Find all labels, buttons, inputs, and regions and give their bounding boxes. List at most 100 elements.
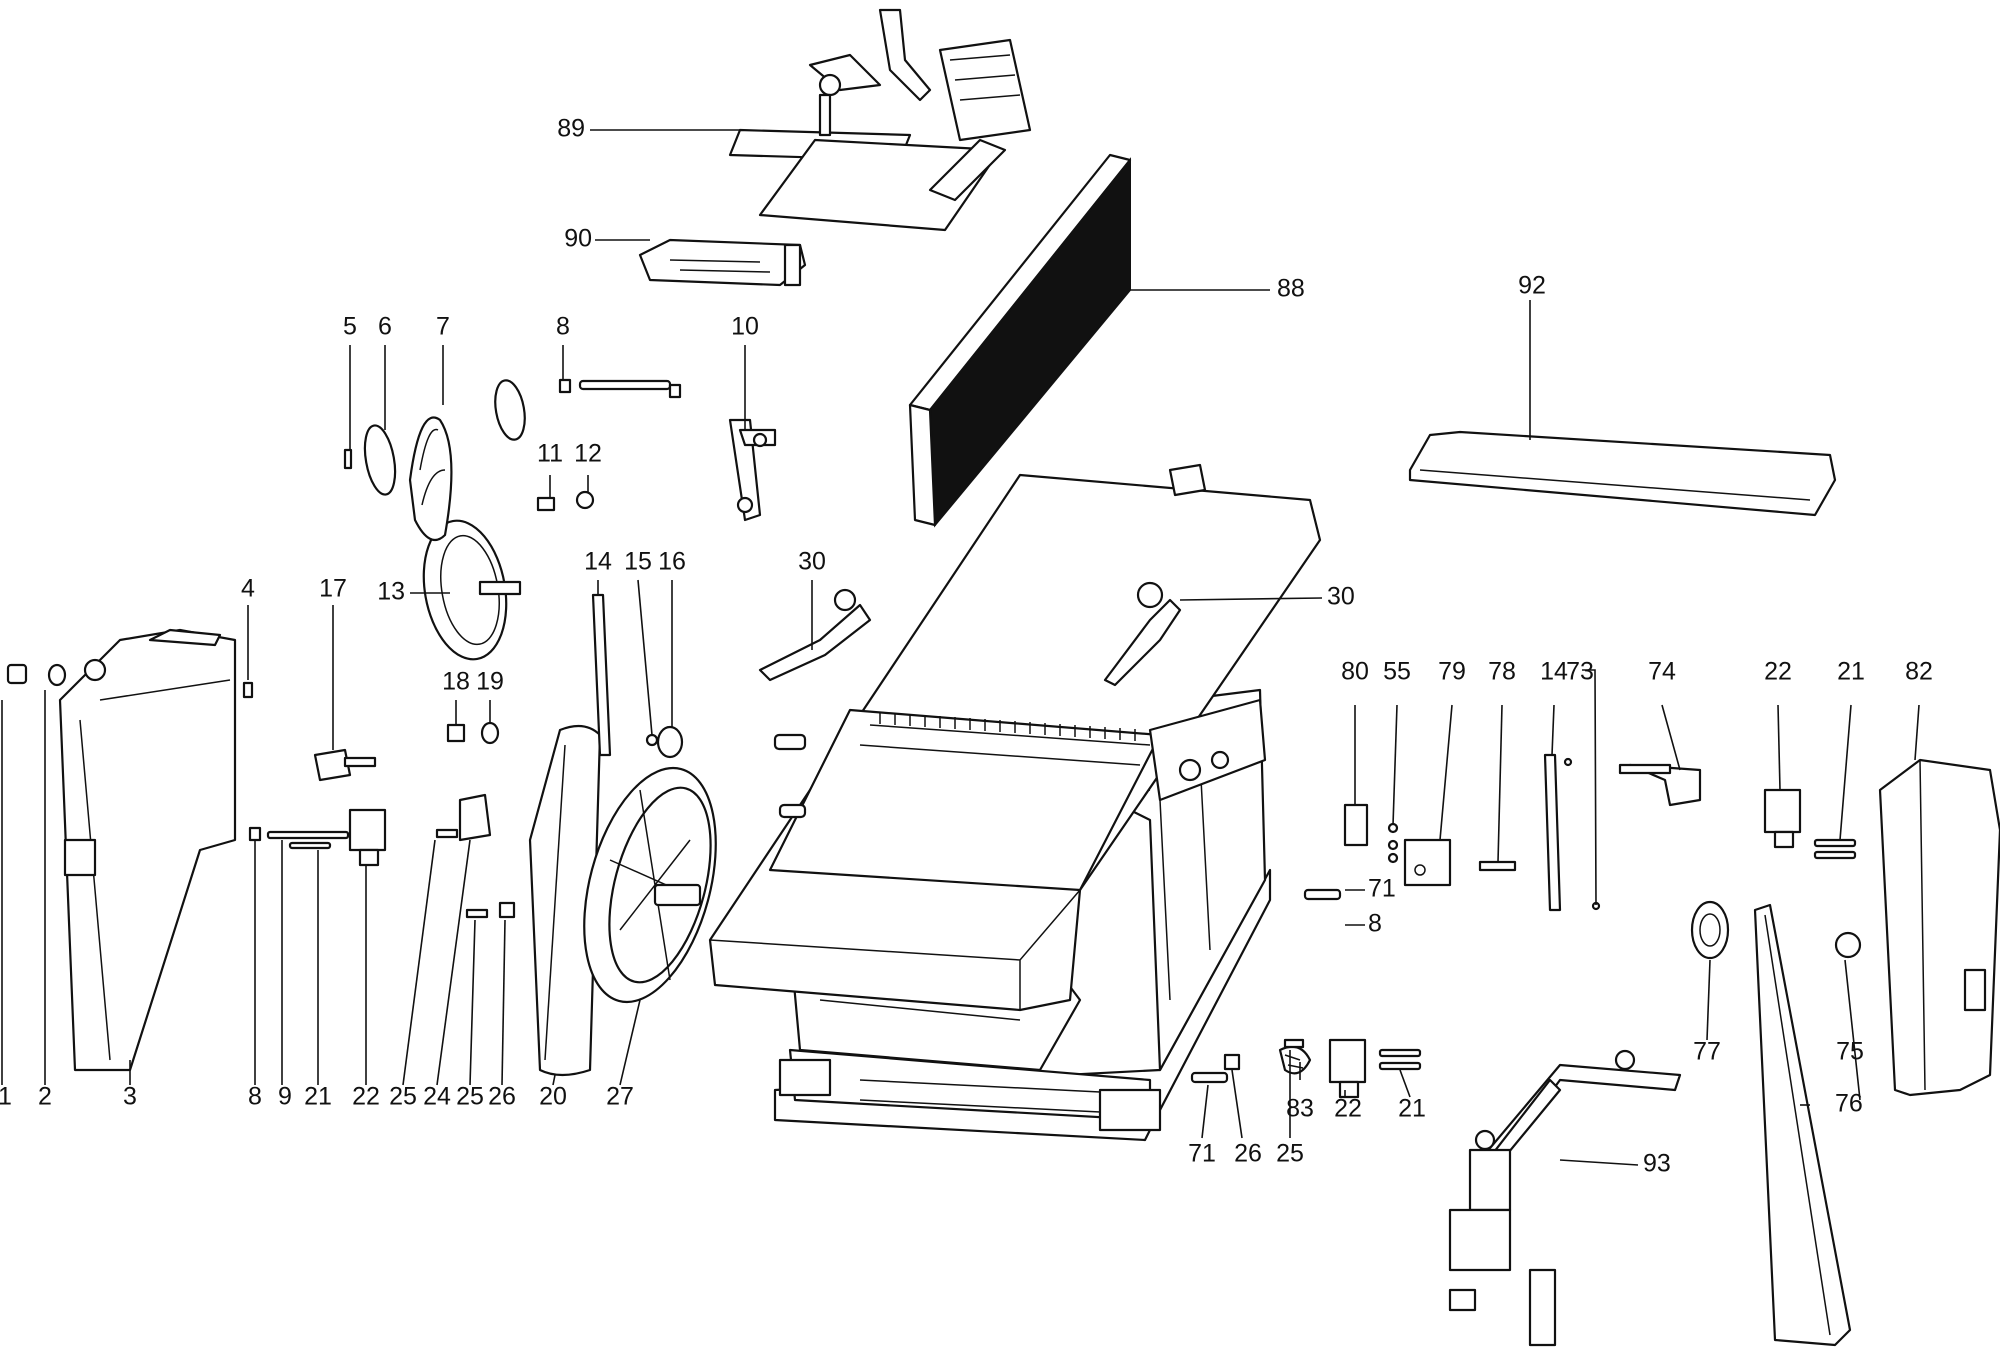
callout-75: 75	[1836, 1038, 1864, 1066]
part-93-arm-assembly	[1448, 1049, 1682, 1347]
part-8-9-shafts	[248, 378, 682, 850]
callout-26-left: 26	[488, 1083, 516, 1111]
part-10-bracket	[728, 418, 777, 522]
part-71-screws	[1190, 888, 1342, 1084]
part-27-pulley	[583, 766, 717, 1004]
callout-6: 6	[378, 313, 392, 341]
callout-26-right: 26	[1234, 1140, 1262, 1168]
part-73-screws	[1563, 757, 1601, 911]
callout-90: 90	[564, 225, 592, 253]
part-18-nut	[446, 723, 466, 743]
part-20-belt	[528, 724, 602, 1077]
part-92-cover-bar	[1408, 430, 1837, 517]
callout-71-right: 71	[1368, 875, 1396, 903]
part-79-switch	[1403, 838, 1452, 887]
part-2-washer	[47, 663, 67, 687]
callout-25-mid: 25	[456, 1083, 484, 1111]
callout-24: 24	[423, 1083, 451, 1111]
part-7-chain	[408, 416, 453, 542]
callout-16: 16	[658, 548, 686, 576]
callout-1: 1	[0, 1083, 12, 1111]
callout-5: 5	[343, 313, 357, 341]
callout-12: 12	[574, 440, 602, 468]
callout-15: 15	[624, 548, 652, 576]
foot-right	[1098, 1088, 1162, 1132]
part-90-bracket	[638, 238, 807, 287]
part-16-bushing	[656, 725, 684, 759]
part-83-spring	[1278, 1045, 1312, 1075]
table-slots	[879, 712, 1136, 741]
callout-10: 10	[731, 313, 759, 341]
callout-88: 88	[1277, 275, 1305, 303]
callout-22-mid: 22	[1334, 1095, 1362, 1123]
foot-left	[778, 1058, 832, 1097]
part-21-screws	[1378, 838, 1857, 1071]
callout-21-left: 21	[304, 1083, 332, 1111]
callout-18: 18	[442, 668, 470, 696]
callout-27: 27	[606, 1083, 634, 1111]
callout-55: 55	[1383, 658, 1411, 686]
callout-30-right: 30	[1327, 583, 1355, 611]
callout-17: 17	[319, 575, 347, 603]
part-sprocket-upper	[494, 379, 526, 441]
part-78-screw	[1478, 860, 1517, 872]
callout-9: 9	[278, 1083, 292, 1111]
part-88-fence	[908, 153, 1132, 528]
part-24-bracket	[458, 793, 492, 842]
callout-25-left: 25	[389, 1083, 417, 1111]
callout-19: 19	[476, 668, 504, 696]
part-74-bracket	[1618, 763, 1702, 807]
part-11-screw	[536, 496, 556, 512]
part-82-right-cover	[1878, 758, 2000, 1097]
callout-21-right: 21	[1837, 658, 1865, 686]
part-30-clamp-right	[1103, 581, 1182, 687]
part-3-side-cover	[58, 628, 237, 1072]
callout-14-right: 14	[1540, 658, 1568, 686]
callout-14-left: 14	[584, 548, 612, 576]
part-22-switch-mid	[1328, 1038, 1367, 1099]
part-89-guard-assembly	[728, 8, 1032, 232]
part-19-washer	[480, 721, 500, 745]
part-80-block	[1343, 803, 1369, 847]
callout-20: 20	[539, 1083, 567, 1111]
part-75-nut	[1834, 931, 1862, 959]
part-77-roller	[1690, 900, 1730, 960]
part-14-plate-right	[1543, 753, 1562, 912]
part-25-screws	[435, 828, 1305, 1049]
part-14-plate	[591, 593, 612, 757]
callout-76: 76	[1835, 1090, 1863, 1118]
part-6-sprocket	[363, 424, 397, 496]
callout-71-bottom: 71	[1188, 1140, 1216, 1168]
part-13-gear	[422, 519, 522, 661]
callout-74: 74	[1648, 658, 1676, 686]
callout-7: 7	[436, 313, 450, 341]
callout-25-right: 25	[1276, 1140, 1304, 1168]
callout-30-left: 30	[798, 548, 826, 576]
part-26-nuts	[498, 901, 1241, 1071]
callout-labels: 89 90 88 92 5 6 7 8 10 11 12 13 14 15 16…	[0, 115, 1933, 1178]
leader-lines	[1, 129, 1920, 1166]
part-76-belt	[1753, 903, 1852, 1347]
part-17-lever	[313, 748, 377, 782]
callout-8-bottom-left: 8	[248, 1083, 262, 1111]
callout-8-top: 8	[556, 313, 570, 341]
callout-78: 78	[1488, 658, 1516, 686]
callout-92: 92	[1518, 272, 1546, 300]
callout-4: 4	[241, 575, 255, 603]
callout-11: 11	[537, 440, 563, 468]
part-30-clamp-left	[758, 588, 872, 682]
callout-21-mid: 21	[1398, 1095, 1426, 1123]
callout-77: 77	[1693, 1038, 1721, 1066]
callout-22-left: 22	[352, 1083, 380, 1111]
callout-13: 13	[377, 578, 405, 606]
callout-2: 2	[38, 1083, 52, 1111]
part-4-clip	[242, 681, 254, 699]
callout-8-right: 8	[1368, 910, 1382, 938]
callout-83: 83	[1286, 1095, 1314, 1123]
part-1-knob	[6, 663, 28, 685]
callout-79: 79	[1438, 658, 1466, 686]
part-55-screws	[1387, 822, 1399, 864]
part-22-switch-left	[348, 808, 387, 867]
callout-89: 89	[557, 115, 585, 143]
